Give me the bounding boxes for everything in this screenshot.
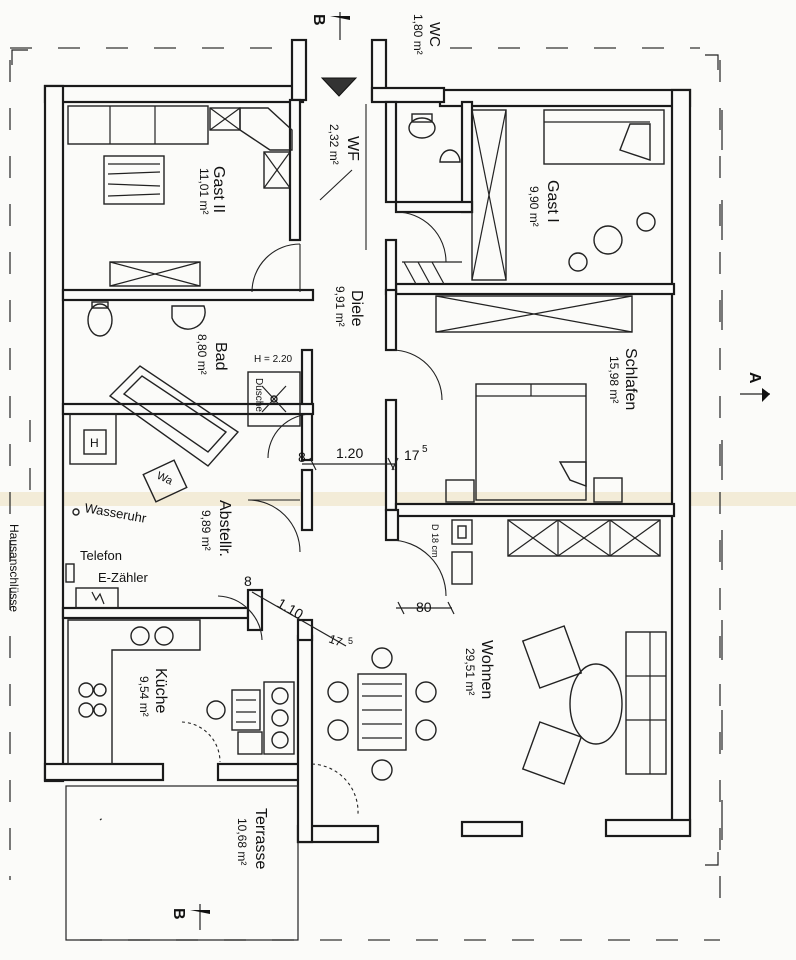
- note-dusche-height: H = 2.20: [254, 354, 293, 365]
- note-telefon: Telefon: [80, 548, 122, 563]
- room-name-wohnen: Wohnen: [478, 640, 495, 699]
- room-name-kueche: Küche: [152, 668, 169, 713]
- room-name-wc: WC: [426, 22, 443, 47]
- room-area-gast1: 9,90 m²: [527, 186, 541, 227]
- dim-opening-diele: 1.20: [336, 445, 363, 461]
- dim-wall-right-b: 5: [422, 444, 428, 455]
- dim-wall-left: 8: [298, 449, 306, 465]
- room-area-diele: 9,91 m²: [333, 286, 347, 327]
- dim-opening-abstell: 1.10: [275, 595, 307, 623]
- room-name-schlafen: Schlafen: [622, 348, 639, 410]
- doors: [181, 104, 447, 815]
- room-name-wf: WF: [344, 136, 361, 161]
- room-area-wohnen: 29,51 m²: [463, 648, 477, 695]
- note-hausanschluesse: Hausanschlüsse: [7, 524, 21, 612]
- room-area-wc: 1,80 m²: [411, 14, 425, 55]
- room-name-gast1: Gast I: [544, 180, 561, 223]
- note-ezaehler: E-Zähler: [98, 570, 149, 585]
- room-name-terrasse: Terrasse: [252, 808, 269, 869]
- dim-door-wohnen: 80: [416, 599, 432, 615]
- dim-wall-right-a: 17: [404, 447, 420, 463]
- room-area-gast2: 11,01 m²: [197, 168, 211, 214]
- dimension-lines: [251, 457, 455, 647]
- room-area-bad: 8,80 m²: [195, 334, 209, 375]
- room-name-diele: Diele: [348, 290, 365, 327]
- room-name-gast2: Gast II: [210, 166, 227, 213]
- room-area-schlafen: 15,98 m²: [607, 356, 621, 403]
- section-mark-right: A: [746, 372, 763, 384]
- room-area-terrasse: 10,68 m²: [235, 818, 249, 865]
- entrance-arrow-icon: [320, 77, 358, 97]
- note-heater: H: [90, 436, 99, 450]
- dim-wall-abstell-right: 17: [327, 632, 345, 650]
- section-mark-bottom: B: [170, 908, 187, 920]
- section-mark-top: B: [310, 14, 327, 26]
- dim-wall-abstell-left: 8: [244, 573, 252, 589]
- note-chimney: D 18 cm: [430, 524, 440, 558]
- room-area-abstell: 9,89 m²: [199, 510, 213, 551]
- note-dusche: Dusche: [253, 378, 264, 412]
- room-area-kueche: 9,54 m²: [137, 676, 151, 717]
- furniture: [65, 77, 667, 785]
- interior-walls: [61, 98, 676, 642]
- dim-wall-abstell-right-b: 5: [348, 636, 353, 646]
- room-name-abstell: Abstellr.: [216, 500, 233, 557]
- note-wa: Wa: [155, 470, 175, 488]
- room-name-bad: Bad: [212, 342, 229, 370]
- section-marks: [190, 12, 770, 930]
- exterior-walls: [43, 38, 692, 844]
- room-area-wf: 2,32 m²: [327, 124, 341, 165]
- terrasse-area: [65, 785, 299, 941]
